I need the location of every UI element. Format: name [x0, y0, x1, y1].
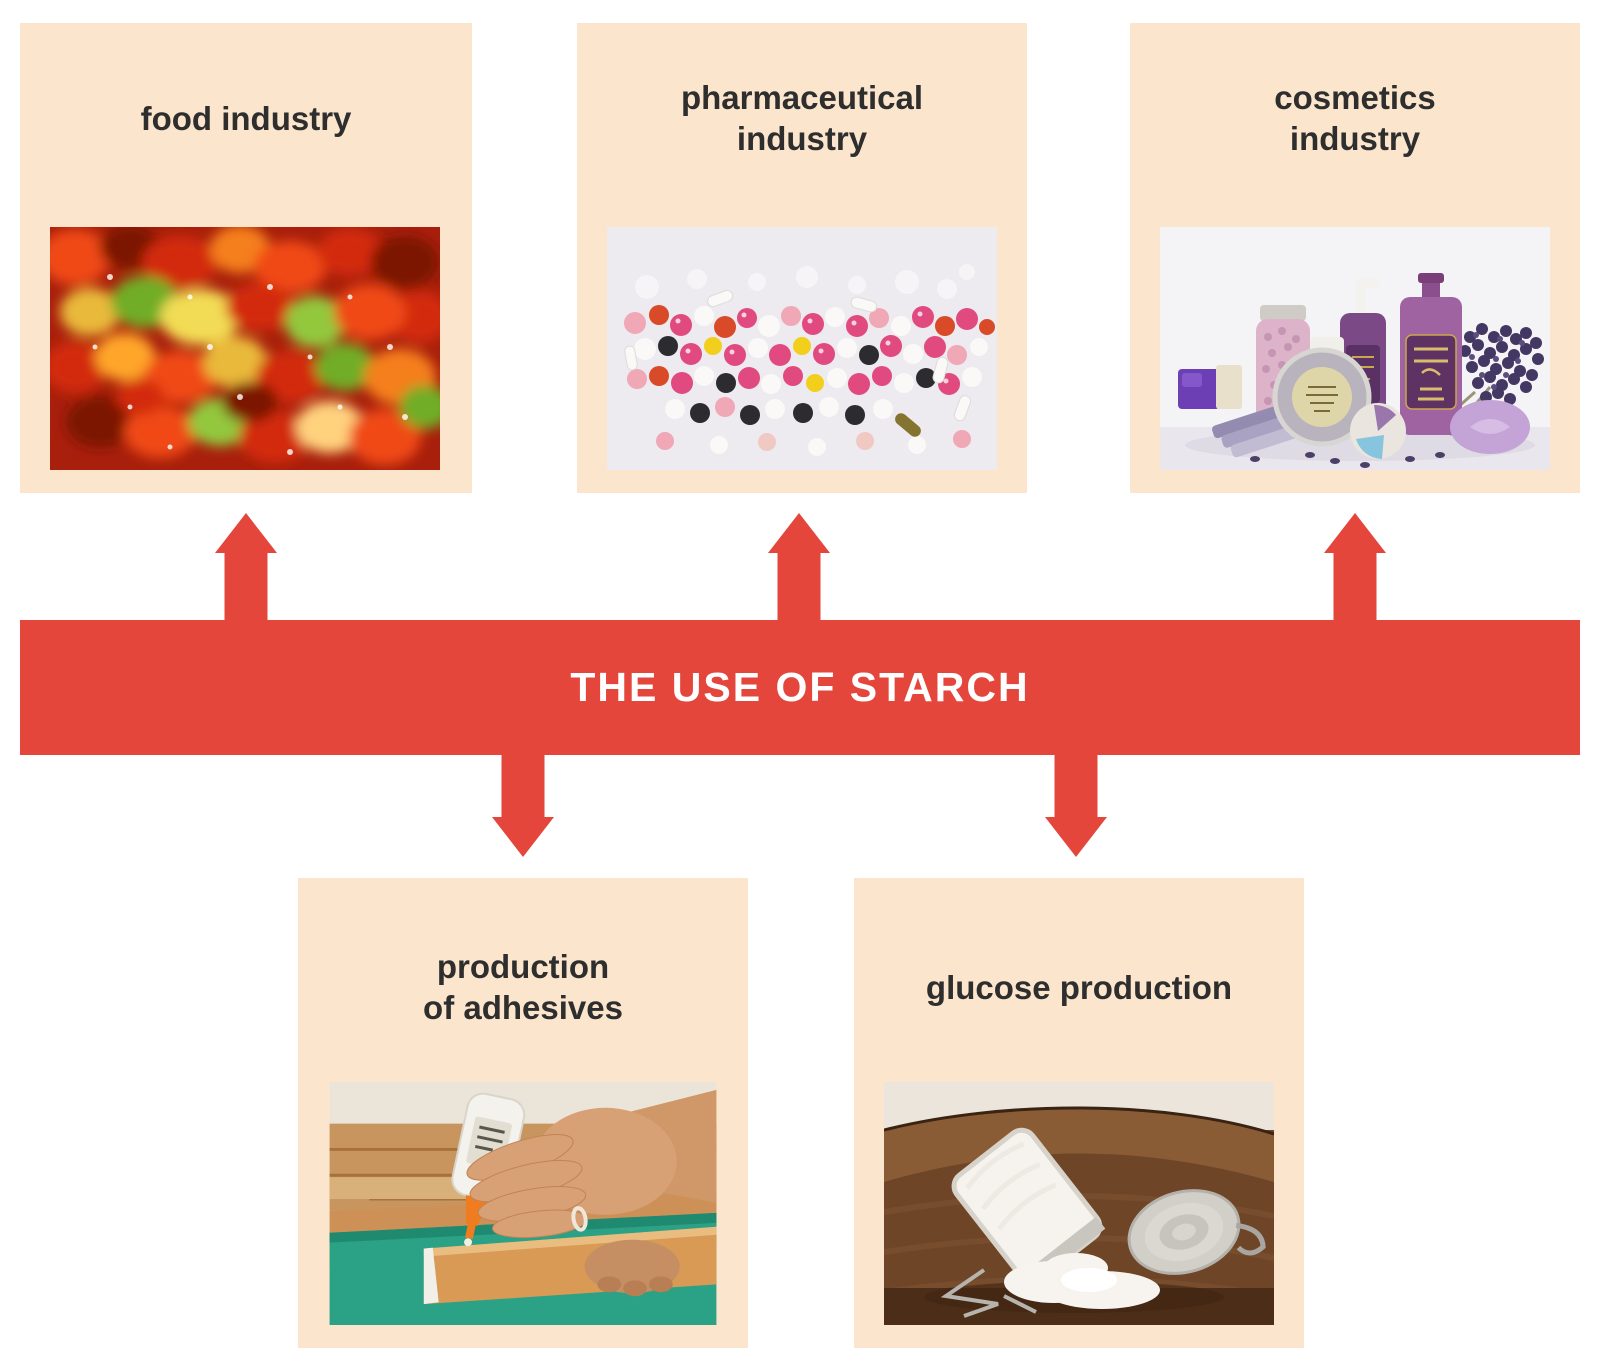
down-arrow-adhesives [492, 755, 554, 857]
down-arrow-glucose [1045, 755, 1107, 857]
pills-photo [607, 227, 997, 470]
up-arrow-food [215, 513, 277, 620]
box-food-industry: food industry [20, 23, 472, 493]
box-pharmaceutical-industry: pharmaceutical industry [577, 23, 1027, 493]
round-tin [1272, 347, 1372, 447]
hand [466, 1089, 717, 1239]
bath-bomb [1350, 403, 1406, 459]
starch-powder-jar-photo [884, 1082, 1274, 1325]
label-line: food industry [140, 99, 352, 137]
label-line: glucose production [925, 968, 1233, 1006]
box-label: pharmaceutical industry [585, 57, 1019, 179]
second-hand [584, 1239, 680, 1297]
oval-soap [1450, 400, 1530, 454]
label-line: industry [1289, 120, 1421, 157]
title-banner: THE USE OF STARCH [20, 620, 1580, 755]
label-line: of adhesives [423, 989, 623, 1026]
glass-lid [1127, 1189, 1266, 1275]
diagram-title: THE USE OF STARCH [570, 664, 1030, 710]
box-label: food industry [28, 57, 464, 179]
label-line: cosmetics [1274, 79, 1436, 116]
label-line: industry [736, 120, 868, 157]
gummy-bears-photo [50, 227, 440, 470]
up-arrow-pharma [768, 513, 830, 620]
cube-soap [1178, 365, 1242, 409]
box-production-of-adhesives: production of adhesives [298, 878, 748, 1348]
box-label: production of adhesives [306, 926, 740, 1048]
box-label: cosmetics industry [1138, 57, 1572, 179]
big-bottle [1400, 273, 1462, 435]
up-arrow-cosmetics [1324, 513, 1386, 620]
box-label: glucose production [862, 926, 1296, 1048]
powder-pile [1004, 1253, 1160, 1309]
lavender-cosmetics-photo [1160, 227, 1550, 470]
wire-clamp [940, 1268, 1037, 1318]
glue-application-photo [329, 1082, 717, 1325]
label-line: pharmaceutical [680, 79, 924, 116]
box-cosmetics-industry: cosmetics industry [1130, 23, 1580, 493]
label-line: production [436, 948, 610, 985]
box-glucose-production: glucose production [854, 878, 1304, 1348]
